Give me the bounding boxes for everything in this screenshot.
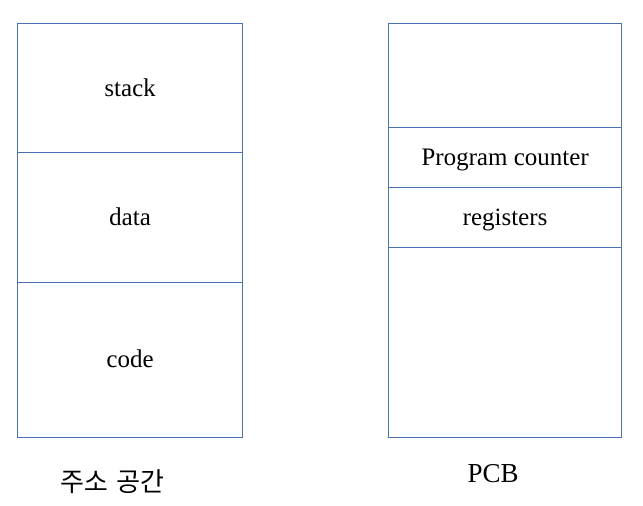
address-space-caption: 주소 공간: [60, 468, 164, 498]
address-space-block: stack data code: [17, 23, 243, 438]
pcb-top-field: [389, 24, 621, 128]
address-space-code-segment: code: [18, 283, 242, 437]
stack-label: stack: [104, 74, 156, 102]
pcb-block: Program counter registers: [388, 23, 622, 438]
pcb-divider: [389, 127, 621, 128]
address-space-divider: [18, 152, 242, 153]
code-label: code: [106, 346, 154, 373]
pcb-divider: [389, 247, 621, 248]
pcb-bottom-field: [389, 248, 621, 437]
pcb-divider: [389, 187, 621, 188]
address-space-stack-segment: stack: [18, 24, 242, 153]
registers-label: registers: [462, 204, 548, 231]
pcb-caption: PCB: [467, 458, 519, 488]
program-counter-label: Program counter: [421, 144, 589, 171]
address-space-data-segment: data: [18, 153, 242, 282]
pcb-program-counter-field: Program counter: [389, 128, 621, 188]
pcb-registers-field: registers: [389, 188, 621, 248]
data-label: data: [109, 203, 151, 231]
address-space-divider: [18, 282, 242, 283]
